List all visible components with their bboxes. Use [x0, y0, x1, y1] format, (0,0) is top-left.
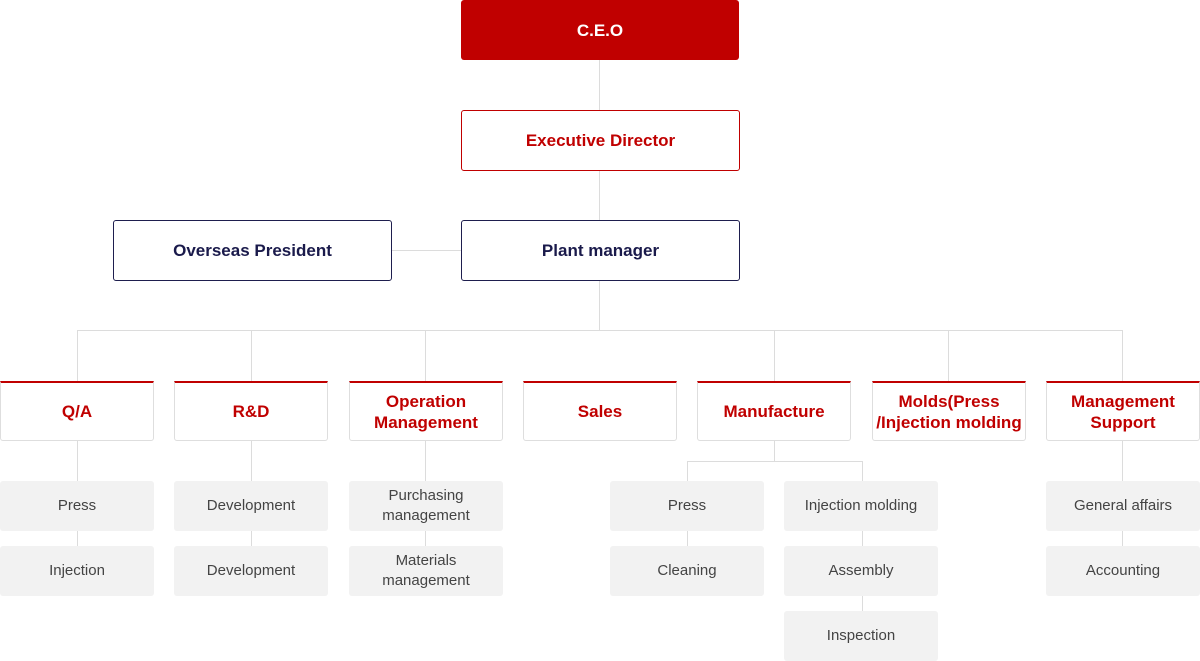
dept-rd-label: R&D — [232, 402, 270, 421]
connector-line — [599, 60, 600, 110]
executive-director-box: Executive Director — [461, 110, 740, 171]
unit-injection-molding: Injection molding — [784, 481, 938, 531]
dept-sales: Sales — [523, 381, 677, 441]
unit-manufacture-press: Press — [610, 481, 764, 531]
dept-qa: Q/A — [0, 381, 154, 441]
dept-manufacture: Manufacture — [697, 381, 851, 441]
unit-qa-injection: Injection — [0, 546, 154, 596]
unit-rd-development-2: Development — [174, 546, 328, 596]
connector-line — [1122, 330, 1123, 381]
unit-rd-development: Development — [174, 481, 328, 531]
connector-line — [599, 280, 600, 330]
connector-line — [774, 440, 775, 461]
unit-general-affairs: General affairs — [1046, 481, 1200, 531]
unit-purchasing-management: Purchasing management — [349, 481, 503, 531]
overseas-president-box: Overseas President — [113, 220, 392, 281]
overseas-president-label: Overseas President — [173, 241, 332, 260]
connector-line — [425, 330, 426, 381]
unit-manufacture-cleaning: Cleaning — [610, 546, 764, 596]
dept-rd: R&D — [174, 381, 328, 441]
dept-operation-management: Operation Management — [349, 381, 503, 441]
unit-inspection: Inspection — [784, 611, 938, 661]
connector-line — [392, 250, 461, 251]
unit-accounting: Accounting — [1046, 546, 1200, 596]
dept-management-support: Management Support — [1046, 381, 1200, 441]
ceo-label: C.E.O — [576, 20, 624, 40]
dept-sales-label: Sales — [577, 402, 623, 421]
dept-qa-label: Q/A — [61, 402, 93, 421]
ceo-box: C.E.O — [461, 0, 739, 60]
connector-line — [774, 330, 775, 381]
connector-line — [599, 170, 600, 220]
unit-materials-management: Materials management — [349, 546, 503, 596]
unit-qa-press: Press — [0, 481, 154, 531]
plant-manager-label: Plant manager — [541, 241, 660, 260]
dept-manufacture-label: Manufacture — [723, 402, 825, 421]
connector-line — [77, 330, 1123, 331]
dept-molds: Molds(Press /Injection molding — [872, 381, 1026, 441]
connector-line — [948, 330, 949, 381]
connector-line — [251, 330, 252, 381]
connector-line — [687, 461, 863, 462]
dept-management-support-label: Management Support — [1071, 391, 1175, 432]
dept-operation-management-label: Operation Management — [374, 391, 478, 432]
executive-director-label: Executive Director — [525, 131, 676, 150]
plant-manager-box: Plant manager — [461, 220, 740, 281]
connector-line — [77, 330, 78, 381]
unit-assembly: Assembly — [784, 546, 938, 596]
dept-molds-label: Molds(Press /Injection molding — [876, 391, 1022, 432]
